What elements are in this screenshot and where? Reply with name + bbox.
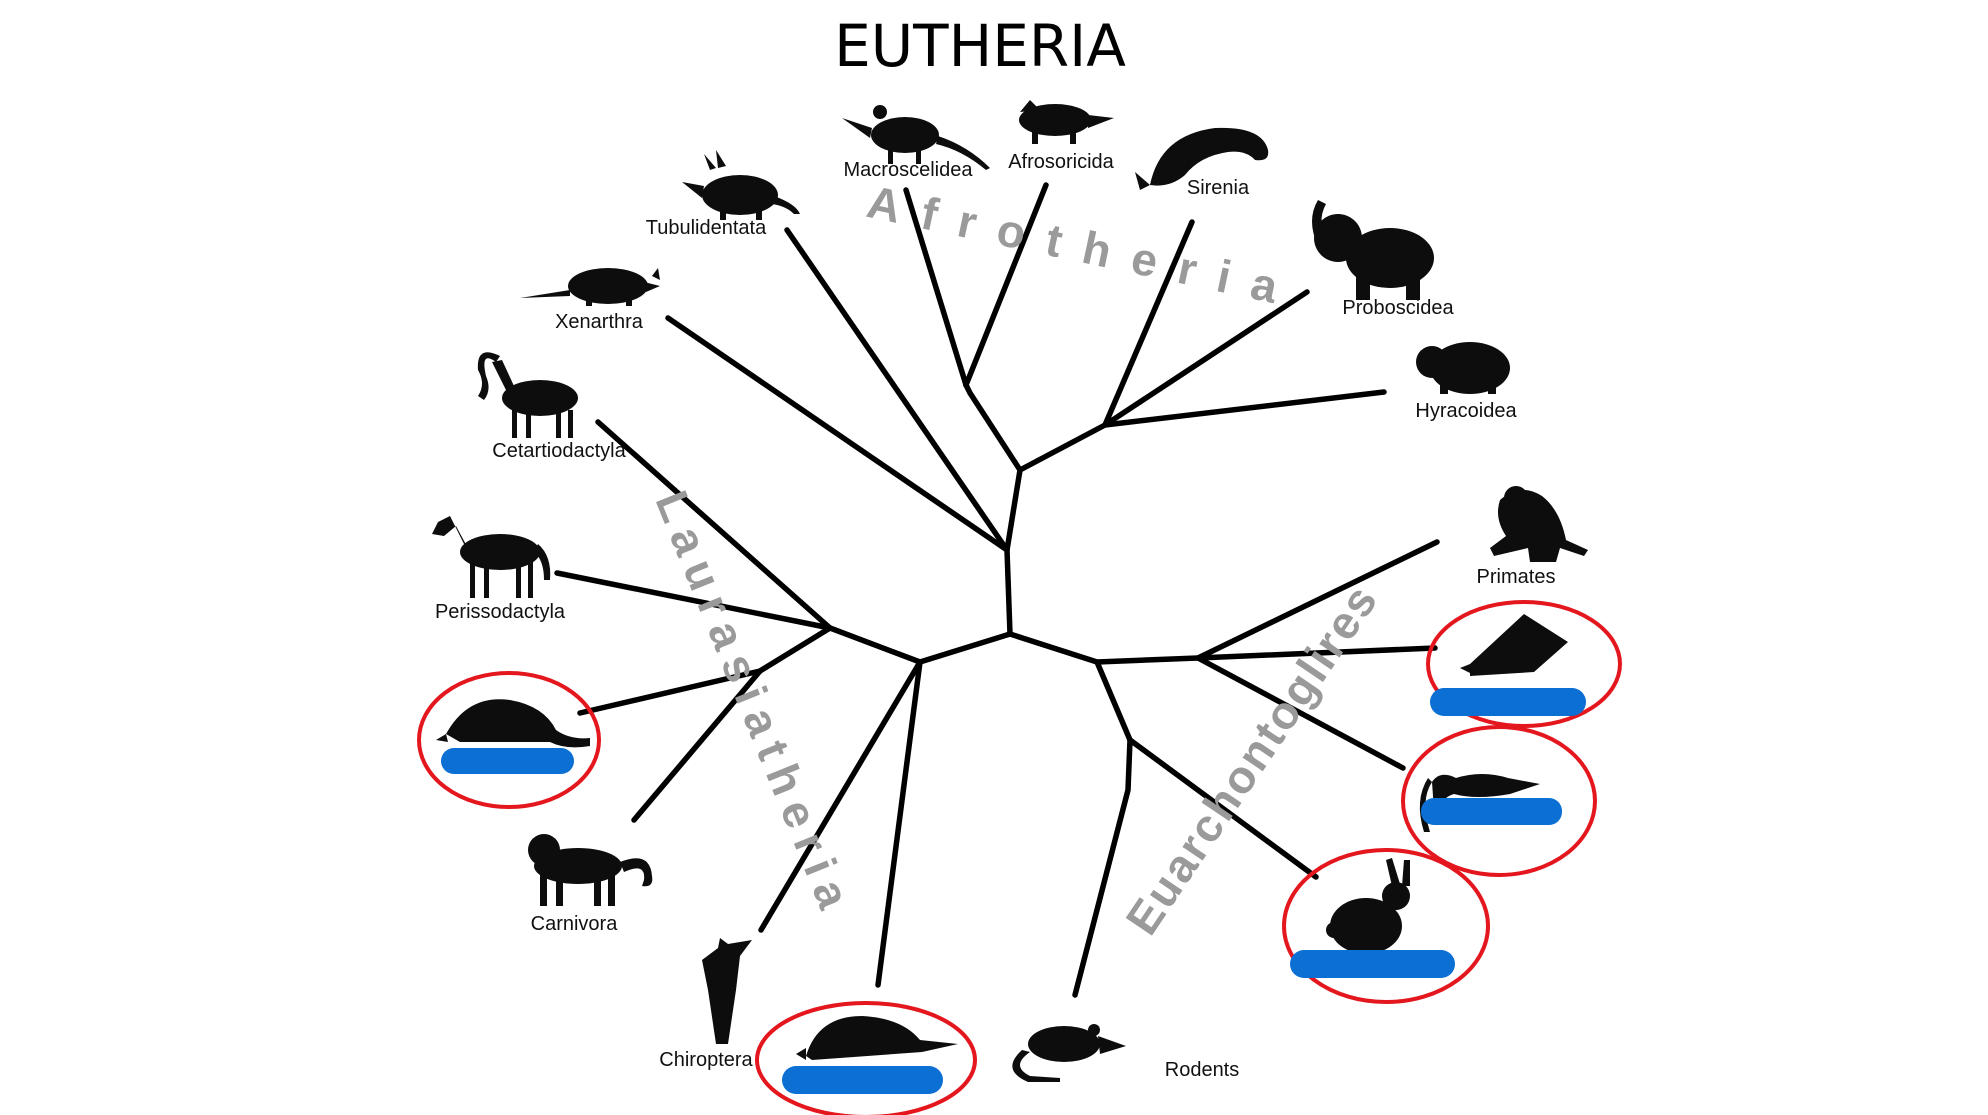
hyrax-icon	[1416, 342, 1510, 394]
manatee-icon	[1135, 127, 1269, 190]
cat-icon	[528, 834, 653, 906]
taxon-label-tubulidentata: Tubulidentata	[646, 217, 767, 239]
taxon-label-xenarthra: Xenarthra	[555, 311, 644, 333]
mole-icon	[796, 1016, 958, 1060]
highlight-ring-rabbit	[1282, 848, 1490, 1004]
branch-pangolin-carnivora	[757, 625, 833, 674]
label-mask-rabbit	[1290, 950, 1455, 978]
branch-cetartiodactyla	[595, 419, 833, 631]
branch-rodents	[1072, 737, 1133, 998]
branch-glires	[1094, 659, 1133, 743]
taxon-label-chiroptera: Chiroptera	[659, 1049, 753, 1071]
taxon-label-macroscelidea: Macroscelidea	[844, 159, 974, 181]
taxon-label-carnivora: Carnivora	[531, 913, 619, 935]
rat-icon	[1012, 1024, 1126, 1082]
branch-afrosoricida	[963, 182, 1049, 388]
highlight-rings	[417, 600, 1622, 1115]
label-mask-pangolin	[441, 748, 574, 774]
branch-sirenia	[1102, 219, 1195, 428]
branch-mole	[875, 659, 923, 988]
tenrec-icon	[1019, 100, 1114, 144]
branch-tubulidentata	[784, 227, 1010, 553]
bat-icon	[702, 938, 752, 1044]
taxon-label-primates: Primates	[1477, 566, 1556, 588]
branch-carnivora	[631, 668, 763, 823]
branch-afrotheria-root	[963, 382, 1023, 473]
taxon-label-hyracoidea: Hyracoidea	[1415, 400, 1517, 422]
branch-chiroptera	[758, 659, 923, 933]
highlight-ring-pangolin	[417, 671, 601, 809]
pangolin-icon	[436, 699, 590, 748]
branch-colugo	[1195, 645, 1438, 661]
taxon-label-proboscidea: Proboscidea	[1342, 297, 1454, 319]
label-mask-mole	[782, 1066, 943, 1094]
branch-macroscelidea	[903, 187, 969, 388]
horse-icon	[432, 516, 551, 598]
branch-euarch-root	[1007, 631, 1201, 665]
diagram-title: EUTHERIA	[834, 12, 1126, 80]
label-mask-treeshrew	[1421, 798, 1562, 825]
label-masks	[441, 688, 1586, 1094]
label-mask-colugo	[1430, 688, 1586, 716]
branch-primates	[1195, 539, 1440, 661]
armadillo-icon	[520, 268, 660, 306]
taxon-label-perissodactyla: Perissodactyla	[435, 601, 566, 623]
branch-laurasia-root	[827, 625, 1013, 665]
branch-perissodactyla	[554, 570, 833, 631]
branch-hyracoidea	[1102, 389, 1387, 428]
silhouettes	[432, 100, 1588, 1082]
branch-pangolin	[577, 668, 763, 716]
rabbit-icon	[1326, 858, 1410, 954]
highlight-ring-mole	[755, 1001, 977, 1115]
branch-rabbit	[1127, 737, 1319, 880]
taxon-label-afrosoricida: Afrosoricida	[1008, 151, 1114, 173]
taxon-label-rodents: Rodents	[1165, 1059, 1240, 1081]
branch-proboscidea	[1102, 289, 1310, 428]
elephant-shrew-icon	[842, 105, 990, 170]
ibex-icon	[477, 352, 578, 438]
gorilla-icon	[1490, 486, 1588, 562]
colugo-icon	[1460, 614, 1568, 676]
taxon-label-cetartiodactyla: Cetartiodactyla	[492, 440, 626, 462]
branch-trunk	[1004, 467, 1023, 637]
highlight-ring-colugo	[1426, 600, 1622, 728]
clade-label-laurasiatheria: Laurasiatheria	[646, 484, 864, 925]
branch-treeshrew	[1195, 655, 1406, 771]
tree-branches	[554, 182, 1440, 998]
aardvark-icon	[682, 150, 800, 220]
branch-xenarthra	[665, 315, 1010, 553]
elephant-icon	[1312, 200, 1434, 300]
taxon-label-sirenia: Sirenia	[1187, 177, 1250, 199]
highlight-ring-treeshrew	[1401, 725, 1597, 877]
branch-afro-paenungulata	[1017, 422, 1108, 473]
